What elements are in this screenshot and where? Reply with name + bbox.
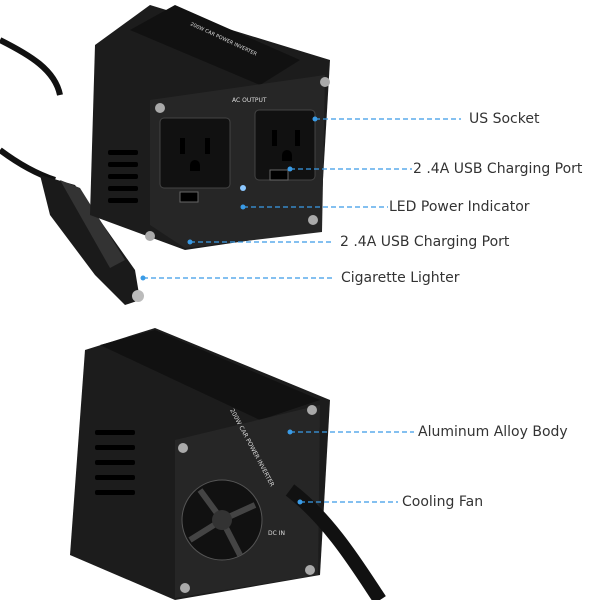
callout-usb-port-1: 2 .4A USB Charging Port xyxy=(413,161,583,177)
usb-port-left xyxy=(179,191,199,203)
callout-led-indicator: LED Power Indicator xyxy=(389,199,530,215)
callout-cooling-fan: Cooling Fan xyxy=(402,494,484,510)
dc-in-print: DC IN xyxy=(268,530,285,537)
led-indicator xyxy=(240,185,246,191)
inverter-top-view: 200W CAR POWER INVERTER AC OUTPUT xyxy=(90,5,330,250)
inverter-side-view: 200W CAR POWER INVERTER DC IN xyxy=(70,328,386,600)
callout-usb-port-2: 2 .4A USB Charging Port xyxy=(340,234,510,250)
dc-cable xyxy=(285,484,386,600)
ac-output-print: AC OUTPUT xyxy=(232,97,267,104)
callout-dots xyxy=(140,116,318,505)
callout-cigarette-lighter: Cigarette Lighter xyxy=(341,270,460,286)
callout-lines xyxy=(143,118,461,503)
usb-port-right xyxy=(269,169,289,181)
power-cable xyxy=(0,37,63,183)
us-socket-left xyxy=(159,117,231,189)
callout-aluminum-body: Aluminum Alloy Body xyxy=(418,424,568,440)
cigarette-lighter-plug xyxy=(40,175,144,305)
callout-us-socket: US Socket xyxy=(469,111,540,127)
